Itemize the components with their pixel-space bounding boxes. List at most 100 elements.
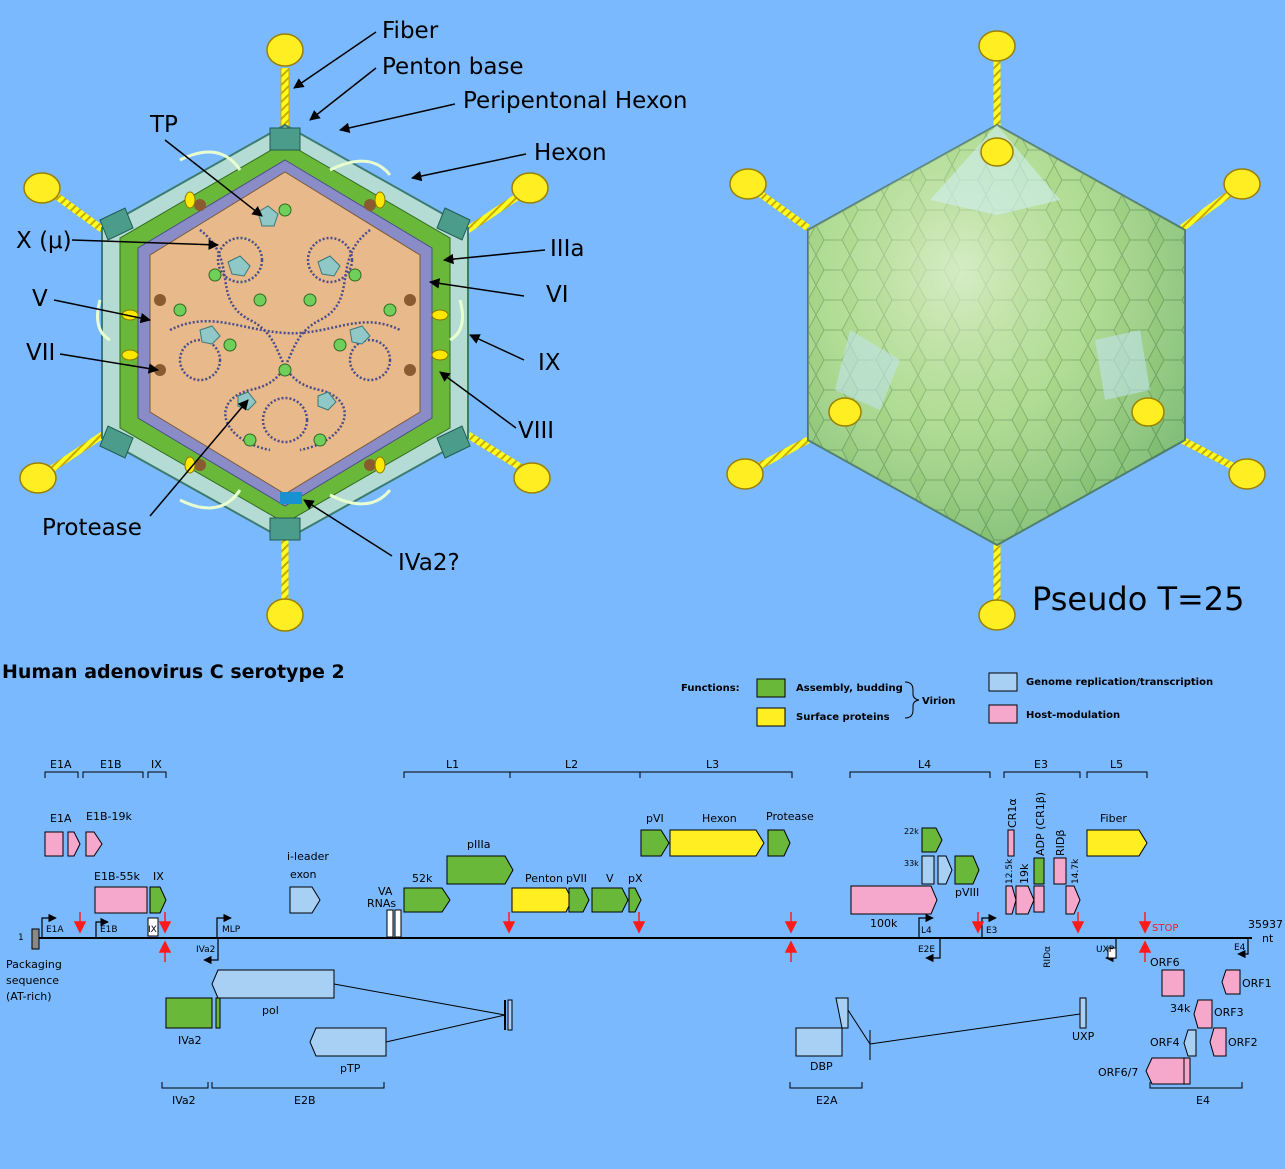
legend-functions-label: Functions: [681, 683, 740, 694]
promoter-e4: E4 [1234, 943, 1246, 953]
fiber-knob [1131, 397, 1165, 427]
gene-19k: 19k [1018, 863, 1031, 884]
label-penton-base: Penton base [382, 54, 524, 80]
label-v: V [32, 286, 48, 312]
promoter-l4: L4 [921, 926, 932, 936]
genome-map: Human adenovirus C serotype 2 Functions:… [2, 661, 1283, 1107]
region-l2: L2 [565, 758, 578, 771]
stop-label: STOP [1152, 923, 1178, 934]
gene-33k: 33k [904, 859, 919, 868]
genes-bottom [165, 969, 1241, 1085]
region-e2b: E2B [294, 1094, 316, 1107]
gene-ix: IX [153, 870, 164, 883]
label-tp: TP [149, 112, 178, 138]
fiber-knob [729, 168, 767, 200]
gene-piiia: pIIIa [467, 838, 490, 851]
legend-swatch-replication [988, 672, 1018, 692]
gene-fiber: Fiber [1100, 812, 1127, 825]
fiber-knob [828, 397, 862, 427]
region-l4: L4 [918, 758, 931, 771]
label-hexon: Hexon [534, 140, 607, 166]
fiber-knob [511, 172, 549, 204]
label-ix: IX [538, 350, 561, 376]
gene-uxp: UXP [1072, 1030, 1095, 1043]
label-iiia: IIIa [550, 236, 584, 262]
symmetry-label: Pseudo T=25 [1032, 580, 1245, 618]
legend-swatch-surface [756, 707, 786, 727]
packaging-label-1: Packaging [6, 958, 62, 971]
label-peripentonal-hexon: Peripentonal Hexon [463, 88, 687, 114]
packaging-label-2: sequence [6, 974, 59, 987]
gene-ridb: RIDβ [1054, 830, 1067, 856]
region-brackets-top [44, 771, 1148, 778]
gene-pvii: pVII [566, 872, 587, 885]
legend: Functions: Assembly, budding Surface pro… [681, 672, 1213, 727]
region-l3: L3 [706, 758, 719, 771]
genome-title: Human adenovirus C serotype 2 [2, 661, 345, 683]
fiber-knob [19, 462, 57, 494]
ix-promoter-box [147, 917, 159, 937]
fiber-knob [726, 458, 764, 490]
promoter-e2e: E2E [918, 945, 935, 955]
genome-end-unit: nt [1262, 932, 1274, 945]
legend-replication: Genome replication/transcription [1026, 677, 1213, 688]
region-e1a: E1A [50, 758, 72, 771]
legend-host: Host-modulation [1026, 710, 1120, 721]
genome-end: 35937 [1248, 918, 1283, 931]
region-e4: E4 [1196, 1094, 1210, 1107]
gene-orf2: ORF2 [1228, 1036, 1258, 1049]
label-protease: Protease [42, 515, 142, 541]
gene-34k: 34k [1170, 1002, 1191, 1015]
gene-px: pX [628, 872, 643, 885]
gene-v: V [606, 872, 614, 885]
gene-rnas: RNAs [367, 897, 396, 910]
region-l1: L1 [446, 758, 459, 771]
promoter-uxp: UXP [1096, 945, 1115, 955]
gene-va: VA [378, 885, 393, 898]
legend-virion: Virion [922, 696, 955, 707]
gene-labels-top: E1A E1B-19k E1B-55k IX i-leader exon VA … [50, 792, 1127, 968]
promoter-e3: E3 [986, 926, 997, 936]
label-iva2: IVa2? [398, 550, 460, 576]
region-brackets-bottom [161, 1082, 1243, 1089]
fiber-knob [1223, 168, 1261, 200]
genome-start: 1 [18, 933, 24, 943]
packaging-label-3: (AT-rich) [6, 990, 52, 1003]
gene-pviii: pVIII [955, 886, 979, 899]
dna-genome [169, 229, 401, 452]
promoter-iva2: IVa2 [196, 945, 215, 955]
gene-cr1a: CR1α [1006, 798, 1019, 828]
gene-pvi: pVI [646, 812, 664, 825]
fiber-knob [978, 30, 1016, 62]
region-e1b: E1B [100, 758, 122, 771]
legend-surface: Surface proteins [796, 712, 890, 723]
gene-orf1: ORF1 [1242, 977, 1272, 990]
fibers-cross [19, 33, 551, 632]
gene-orf4: ORF4 [1150, 1036, 1180, 1049]
genes-top [44, 827, 1148, 938]
gene-i-leader: i-leader [287, 850, 329, 863]
gene-e1b-55k: E1B-55k [94, 870, 140, 883]
gene-protease: Protease [766, 810, 814, 823]
promoter-ix: IX [148, 925, 157, 935]
promoter-e1b: E1B [100, 925, 118, 935]
gene-orf3: ORF3 [1214, 1006, 1244, 1019]
label-vi: VI [546, 282, 569, 308]
capsid-surface-view: Pseudo T=25 [726, 30, 1266, 631]
gene-hexon: Hexon [702, 812, 737, 825]
label-x-mu: X (μ) [16, 228, 72, 254]
gene-14-7k: 14.7k [1071, 858, 1081, 884]
legend-swatch-host [988, 704, 1018, 724]
gene-22k: 22k [904, 827, 919, 836]
region-e3: E3 [1034, 758, 1048, 771]
gene-iva2: IVa2 [178, 1034, 202, 1047]
gene-100k: 100k [870, 917, 898, 930]
gene-12-5k: 12.5k [1005, 858, 1015, 884]
fiber-knob [266, 598, 304, 632]
fiber-knob [266, 33, 304, 67]
region-labels-top: E1A E1B IX L1 L2 L3 L4 E3 L5 [50, 758, 1123, 771]
fiber-knob [978, 599, 1016, 631]
gene-e1b-19k: E1B-19k [86, 810, 132, 823]
gene-orf6: ORF6 [1150, 956, 1180, 969]
gene-penton: Penton [525, 872, 563, 885]
